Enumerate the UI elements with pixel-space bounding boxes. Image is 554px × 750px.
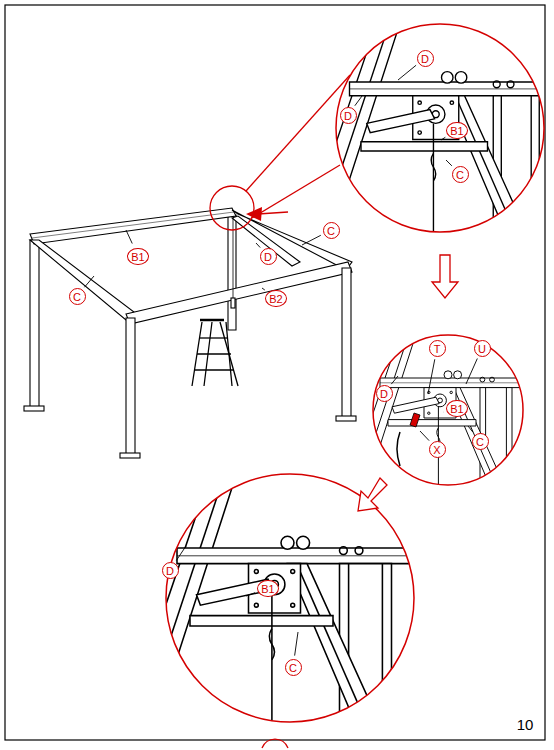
leader-line [441,137,445,140]
leader-line [295,632,298,656]
leader-line [468,426,473,432]
callout-letter: C [472,433,489,450]
page-number: 10 [517,716,534,734]
leader-line [391,376,398,384]
leader-line [420,431,429,441]
leader-line [126,230,132,244]
leader-line [176,546,186,560]
callout-letter: D [260,248,277,265]
leader-line [355,96,362,106]
callout-letter: U [474,340,491,357]
leader-line [262,288,265,290]
leader-line [466,359,477,384]
leader-line [398,65,416,80]
leader-line [302,235,321,245]
callout-letter: B1 [257,580,278,597]
leader-line [446,160,452,166]
callout-letter: B2 [265,290,286,307]
callout-letter: T [429,340,446,357]
callout-letter: B1 [446,400,467,417]
callout-letter: C [452,166,469,183]
callout-letter: B1 [446,122,467,139]
callout-letter: C [285,659,302,676]
callout-letter: C [69,288,86,305]
callout-letter: D [417,50,434,67]
leader-line [246,593,255,596]
leader-line [428,359,435,394]
callout-letter: D [340,107,357,124]
leader-line [256,243,260,248]
callout-letter: D [376,385,393,402]
callout-letter: D [162,562,179,579]
callout-letter: B1 [127,248,148,265]
leader-line [443,412,444,413]
leader-line [84,276,94,287]
callout-letter: C [323,222,340,239]
callout-letter: X [429,441,446,458]
